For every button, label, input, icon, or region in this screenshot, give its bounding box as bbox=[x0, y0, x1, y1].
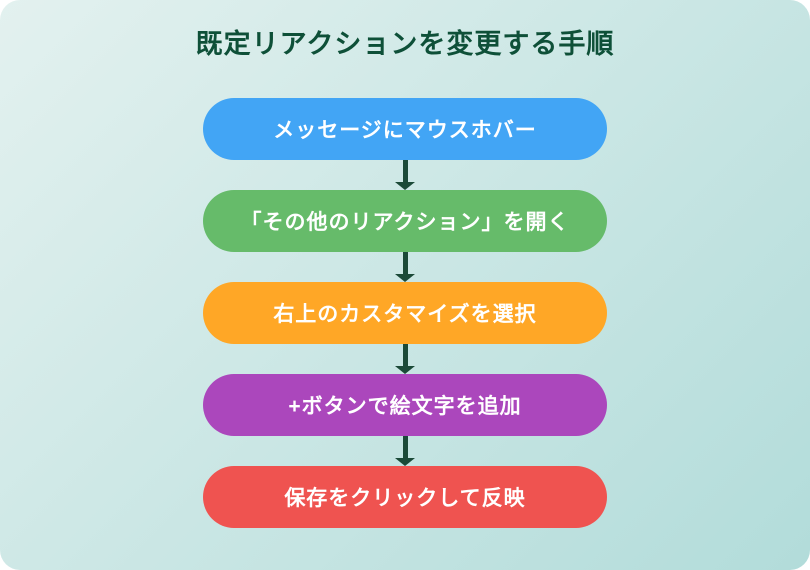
arrow-stem bbox=[402, 252, 408, 274]
arrow-head bbox=[395, 182, 415, 190]
flowchart: メッセージにマウスホバー 「その他のリアクション」を開く 右上のカスタマイズを選… bbox=[203, 98, 607, 528]
step-click-save: 保存をクリックして反映 bbox=[203, 466, 607, 528]
page-title: 既定リアクションを変更する手順 bbox=[195, 29, 615, 59]
arrow-head bbox=[395, 274, 415, 282]
arrow-down-icon bbox=[395, 252, 415, 282]
arrow-stem bbox=[402, 160, 408, 182]
step-open-more-reactions: 「その他のリアクション」を開く bbox=[203, 190, 607, 252]
step-add-emoji: +ボタンで絵文字を追加 bbox=[203, 374, 607, 436]
arrow-stem bbox=[402, 344, 408, 366]
arrow-down-icon bbox=[395, 344, 415, 374]
arrow-head bbox=[395, 458, 415, 466]
arrow-down-icon bbox=[395, 160, 415, 190]
arrow-stem bbox=[402, 436, 408, 458]
step-hover-message: メッセージにマウスホバー bbox=[203, 98, 607, 160]
arrow-down-icon bbox=[395, 436, 415, 466]
step-select-customize: 右上のカスタマイズを選択 bbox=[203, 282, 607, 344]
arrow-head bbox=[395, 366, 415, 374]
